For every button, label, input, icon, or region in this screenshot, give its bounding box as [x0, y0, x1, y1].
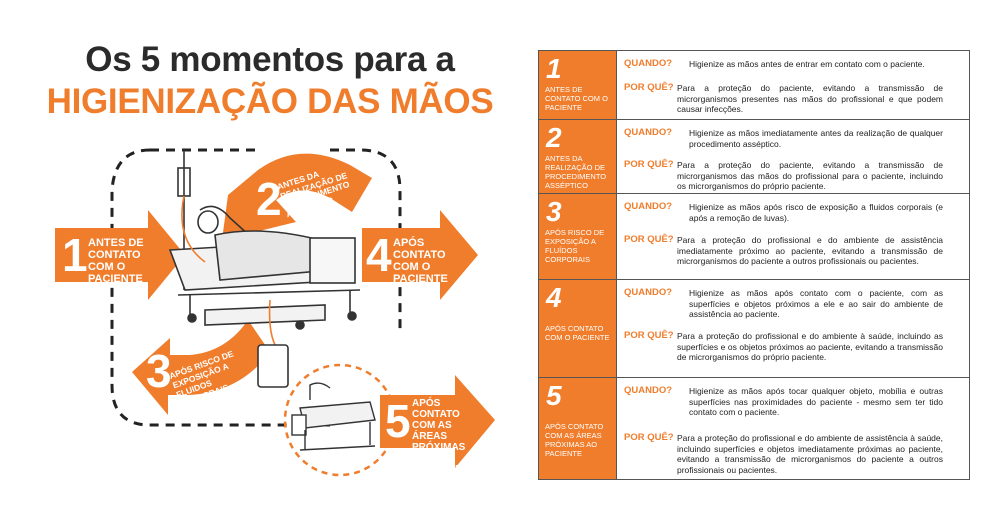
diagram-graphics [55, 148, 495, 477]
row-number: 1 [546, 53, 562, 84]
moments-table: 1 ANTES DE CONTATO COM O PACIENTE QUANDO… [538, 50, 970, 480]
table-row: 3 APÓS RISCO DE EXPOSIÇÃO A FLUÍDOS CORP… [539, 193, 969, 279]
arrow-3-shape [132, 320, 270, 415]
row-side-panel: 3 APÓS RISCO DE EXPOSIÇÃO A FLUÍDOS CORP… [539, 194, 617, 279]
row-side-panel: 4 APÓS CONTATO COM O PACIENTE [539, 280, 617, 377]
porque-label: POR QUÊ? [624, 159, 674, 170]
porque-text: Para a proteção do profissional e do amb… [677, 235, 943, 266]
arrow-5-label: APÓS CONTATO COM AS ÁREAS PRÓXIMAS AO PA… [412, 398, 466, 475]
five-moments-diagram: Os 5 momentos para a HIGIENIZAÇÃO DAS MÃ… [47, 40, 495, 477]
arrow-4-number: 4 [366, 229, 392, 281]
quando-label: QUANDO? [624, 58, 673, 69]
arrow-3-number: 3 [146, 345, 172, 397]
quando-label: QUANDO? [624, 287, 673, 298]
quando-label: QUANDO? [624, 201, 673, 212]
quando-text: Higienize as mãos após risco de exposiçã… [689, 202, 943, 223]
row-number: 5 [546, 380, 562, 411]
porque-text: Para a proteção do profissional e do amb… [677, 331, 943, 362]
porque-text: Para a proteção do paciente, evitando a … [677, 83, 943, 114]
arrow-1-label: ANTES DE CONTATO COM O PACIENTE [88, 237, 144, 285]
porque-text: Para a proteção do profissional e do amb… [677, 433, 943, 475]
porque-text: Para a proteção do paciente, evitando a … [677, 160, 943, 191]
drain-bag [257, 344, 289, 388]
row-label: APÓS RISCO DE EXPOSIÇÃO A FLUÍDOS CORPOR… [545, 228, 605, 264]
quando-text: Higienize as mãos após contato com o pac… [689, 288, 943, 319]
quando-label: QUANDO? [624, 385, 673, 396]
row-number: 2 [546, 122, 562, 153]
title-line-1: Os 5 momentos para a [85, 40, 455, 79]
drain-tube [268, 299, 276, 346]
porque-label: POR QUÊ? [624, 330, 674, 341]
arrow-4-label: APÓS CONTATO COM O PACIENTE [393, 237, 448, 285]
porque-label: POR QUÊ? [624, 432, 674, 443]
arrow-5-shape [380, 375, 495, 468]
arrow-5-number: 5 [385, 395, 411, 447]
quando-text: Higienize as mãos imediatamente antes da… [689, 128, 943, 149]
empty-bed-illustration [291, 382, 376, 451]
quando-label: QUANDO? [624, 127, 673, 138]
porque-label: POR QUÊ? [624, 82, 674, 93]
dashed-loop [110, 148, 330, 427]
quando-text: Higienize as mãos antes de entrar em con… [689, 59, 925, 69]
arrow-4-shape [362, 210, 478, 300]
title-line-2: HIGIENIZAÇÃO DAS MÃOS [46, 82, 494, 121]
row-number: 3 [546, 196, 562, 227]
quando-text: Higienize as mãos após tocar qualquer ob… [689, 386, 943, 417]
row-side-panel: 2 ANTES DA REALIZAÇÃO DE PROCEDIMENTO AS… [539, 120, 617, 193]
row-side-panel: 1 ANTES DE CONTATO COM O PACIENTE [539, 51, 617, 119]
table-row: 5 APÓS CONTATO COM AS ÁREAS PRÓXIMAS AO … [539, 377, 969, 479]
table-row: 1 ANTES DE CONTATO COM O PACIENTE QUANDO… [539, 51, 969, 119]
arrow-2-shape [222, 153, 372, 240]
iv-tube [181, 195, 206, 263]
arrow-1-shape [55, 210, 185, 300]
row-number: 4 [546, 282, 562, 313]
row-label: APÓS CONTATO COM AS ÁREAS PRÓXIMAS AO PA… [545, 422, 604, 458]
arrow-1-number: 1 [62, 229, 88, 281]
row-label: ANTES DE CONTATO COM O PACIENTE [545, 85, 608, 112]
arrow-2-number: 2 [256, 173, 282, 225]
table-row: 4 APÓS CONTATO COM O PACIENTE QUANDO? Hi… [539, 279, 969, 377]
row-side-panel: 5 APÓS CONTATO COM AS ÁREAS PRÓXIMAS AO … [539, 378, 617, 479]
table-row: 2 ANTES DA REALIZAÇÃO DE PROCEDIMENTO AS… [539, 119, 969, 193]
row-label: APÓS CONTATO COM O PACIENTE [545, 324, 610, 342]
bed-illustration [168, 150, 361, 330]
porque-label: POR QUÊ? [624, 234, 674, 245]
row-label: ANTES DA REALIZAÇÃO DE PROCEDIMENTO ASSÉ… [545, 154, 607, 190]
